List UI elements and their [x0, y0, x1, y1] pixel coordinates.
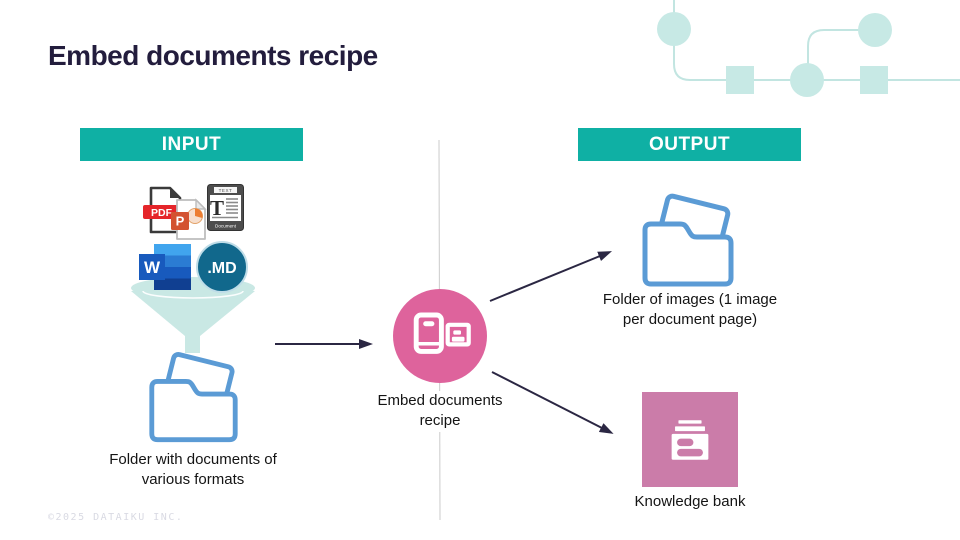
powerpoint-file-icon: P: [171, 198, 207, 240]
knowledge-bank-node: [642, 392, 738, 487]
word-letter: W: [144, 258, 161, 277]
decoration-circle: [858, 13, 892, 47]
knowledge-bank-icon: [671, 419, 709, 460]
input-header: INPUT: [80, 128, 303, 161]
copyright-notice: ©2025 DATAIKU INC.: [48, 512, 184, 523]
decoration-circle: [790, 63, 824, 97]
knowledge-bank-caption: Knowledge bank: [634, 493, 746, 510]
powerpoint-letter: P: [176, 214, 185, 229]
output-folder-caption: Folder of images (1 image per document p…: [602, 291, 778, 329]
text-doc-letter: T: [210, 196, 224, 220]
decoration-circle: [657, 12, 691, 46]
output-folder-icon: [642, 193, 734, 287]
markdown-file-icon: .MD: [196, 241, 248, 293]
embed-recipe-icon: [413, 312, 471, 354]
output-header: OUTPUT: [578, 128, 801, 161]
decoration-square: [860, 66, 888, 94]
flow-decoration: [657, 0, 960, 97]
word-file-icon: W: [139, 244, 191, 290]
embed-recipe-node: [393, 289, 487, 383]
arrow-recipe-to-knowledge-bank: [491, 371, 614, 434]
text-doc-header: TEXT: [219, 188, 233, 193]
text-document-file-icon: TEXT T Document: [207, 184, 244, 231]
text-doc-footer: Document: [215, 224, 237, 229]
embed-recipe-caption: Embed documents recipe: [365, 391, 515, 432]
input-folder-icon: [149, 352, 238, 443]
arrow-recipe-to-folder: [489, 251, 613, 302]
input-folder-caption: Folder with documents of various formats: [109, 451, 277, 489]
pdf-label: PDF: [151, 207, 173, 219]
decoration-square: [726, 66, 754, 94]
page-title: Embed documents recipe: [48, 40, 378, 71]
markdown-label: .MD: [207, 260, 236, 277]
